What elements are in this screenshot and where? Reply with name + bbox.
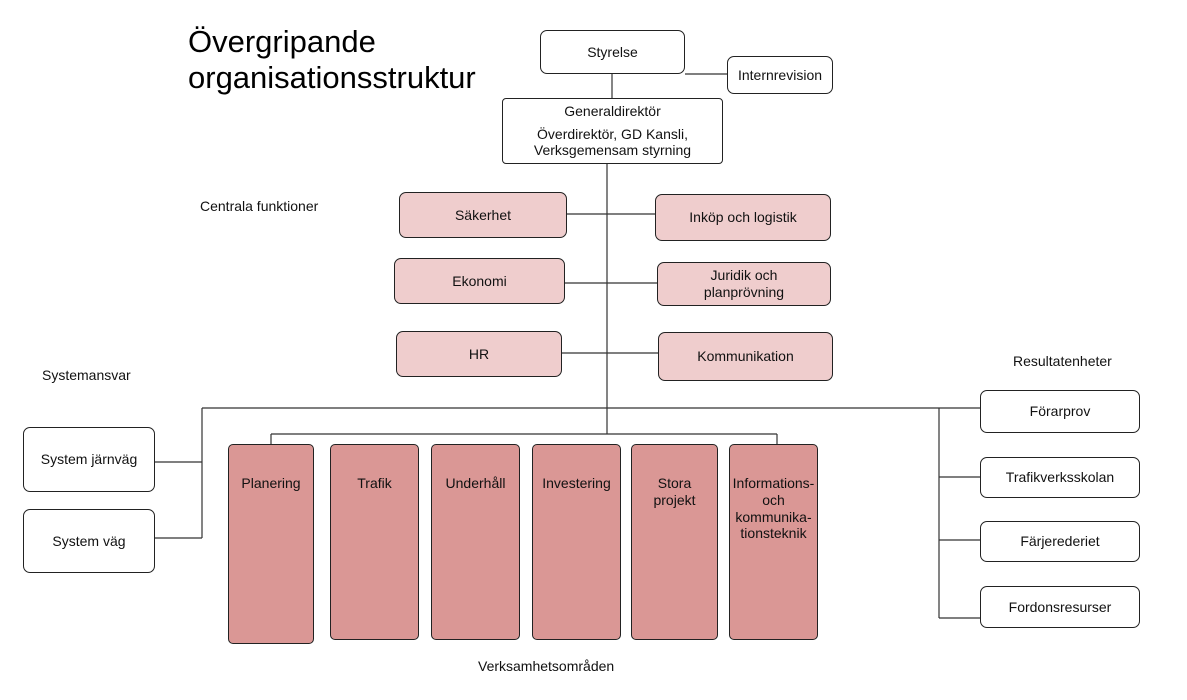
juridik-label-line-1: Juridik och	[710, 267, 778, 284]
business-area-stora-projekt: Stora projekt	[631, 444, 718, 640]
ekonomi-label: Ekonomi	[452, 272, 507, 289]
business-areas-label: Verksamhetsområden	[478, 658, 615, 674]
kommunikation-box: Kommunikation	[658, 332, 833, 381]
director-general-label: Generaldirektör	[564, 102, 661, 119]
dg-office-line-1: Överdirektör, GD Kansli,	[537, 125, 688, 142]
forarprov-box: Förarprov	[980, 390, 1140, 433]
farjerederiet-label: Färjerederiet	[1020, 533, 1100, 550]
hr-label: HR	[468, 345, 490, 362]
audit-box: Internrevision	[727, 56, 833, 94]
system-jarnvag-label: System järnväg	[40, 451, 138, 468]
fordonsresurser-label: Fordonsresurser	[1008, 598, 1112, 615]
business-area-ikt: Informations- och kommunika- tionsteknik	[729, 444, 818, 640]
ikt-line-2: och	[762, 491, 785, 508]
system-vag-label: System väg	[52, 532, 126, 549]
system-jarnvag-box: System järnväg	[23, 427, 155, 492]
result-units-label: Resultatenheter	[1013, 353, 1112, 369]
underhall-label: Underhåll	[445, 475, 506, 491]
inkop-logistik-label: Inköp och logistik	[689, 209, 797, 226]
trafikverksskolan-box: Trafikverksskolan	[980, 457, 1140, 498]
business-area-underhall: Underhåll	[431, 444, 520, 640]
hr-box: HR	[396, 331, 562, 377]
business-area-investering: Investering	[532, 444, 621, 640]
juridik-label-line-2: planprövning	[703, 284, 785, 300]
board-label: Styrelse	[587, 43, 638, 60]
ikt-line-1: Informations-	[732, 475, 815, 491]
dg-office-line-2: Verksgemensam styrning	[533, 142, 692, 159]
stora-projekt-line-2: projekt	[653, 491, 696, 508]
ikt-line-3: kommunika-	[735, 508, 812, 525]
trafikverksskolan-label: Trafikverksskolan	[1005, 469, 1115, 486]
system-responsibility-label: Systemansvar	[42, 367, 131, 383]
trafik-label: Trafik	[357, 475, 392, 491]
page-title: Övergripande organisationsstruktur	[188, 24, 476, 97]
stora-projekt-line-1: Stora	[657, 475, 692, 491]
board-box: Styrelse	[540, 30, 685, 74]
juridik-box: Juridik och planprövning	[657, 262, 831, 306]
ikt-line-4: tionsteknik	[740, 525, 807, 542]
business-area-trafik: Trafik	[330, 444, 419, 640]
director-general-box: Generaldirektör Överdirektör, GD Kansli,…	[502, 98, 723, 164]
business-area-planering: Planering	[228, 444, 314, 644]
kommunikation-label: Kommunikation	[697, 348, 794, 365]
planering-label: Planering	[241, 475, 301, 491]
sakerhet-box: Säkerhet	[399, 192, 567, 238]
fordonsresurser-box: Fordonsresurser	[980, 586, 1140, 628]
investering-label: Investering	[542, 475, 611, 491]
forarprov-label: Förarprov	[1029, 403, 1091, 420]
title-line-2: organisationsstruktur	[188, 60, 476, 96]
title-line-1: Övergripande	[188, 24, 376, 59]
inkop-logistik-box: Inköp och logistik	[655, 194, 831, 241]
ekonomi-box: Ekonomi	[394, 258, 565, 304]
sakerhet-label: Säkerhet	[454, 206, 512, 223]
farjerederiet-box: Färjerederiet	[980, 521, 1140, 562]
audit-label: Internrevision	[737, 66, 823, 83]
system-vag-box: System väg	[23, 509, 155, 573]
central-functions-label: Centrala funktioner	[200, 198, 319, 214]
